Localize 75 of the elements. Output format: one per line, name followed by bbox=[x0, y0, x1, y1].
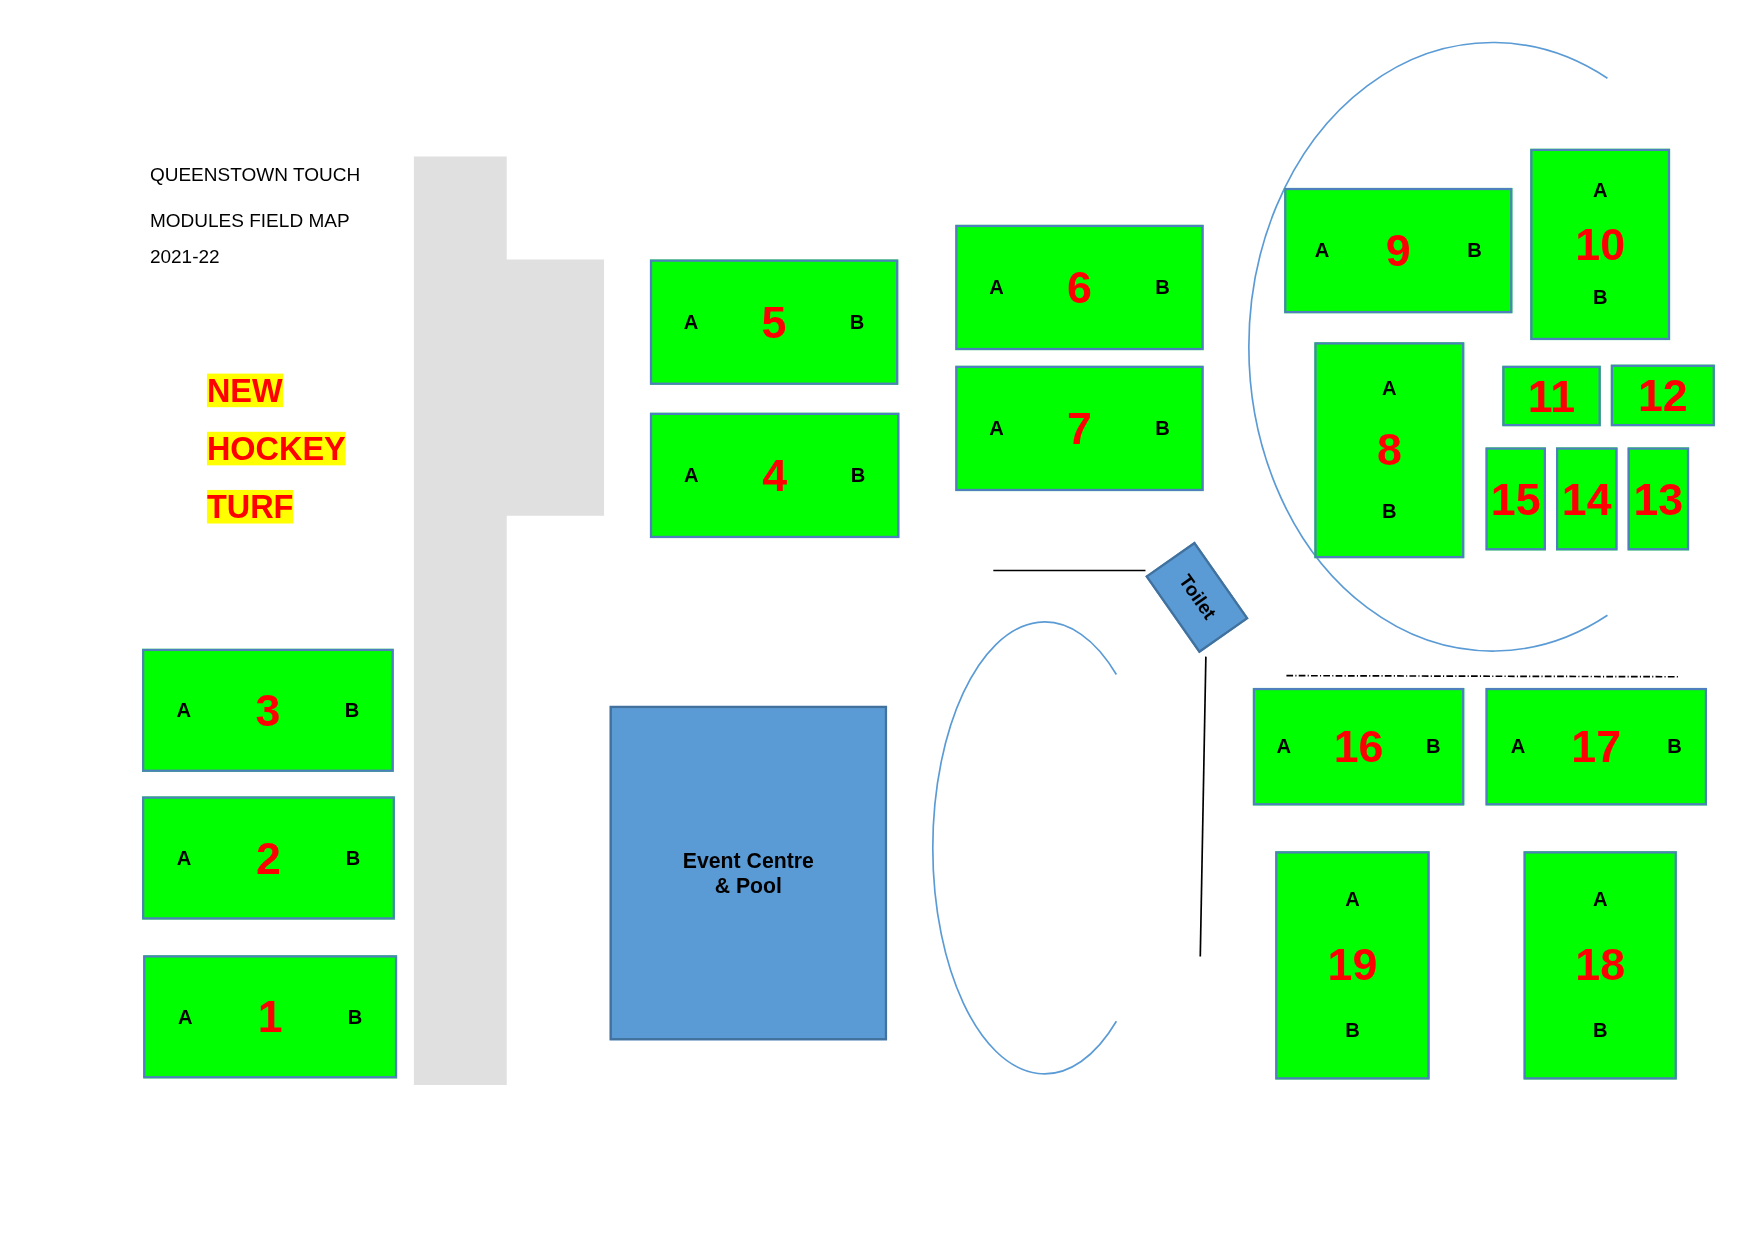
playing-field bbox=[1485, 687, 1707, 806]
field-end-label: A bbox=[989, 275, 1004, 300]
playing-field bbox=[1275, 851, 1430, 1080]
highlighted-label: NEW bbox=[206, 373, 283, 408]
field-end-label: B bbox=[1592, 1019, 1608, 1043]
field-number: 7 bbox=[1067, 403, 1092, 454]
playing-field bbox=[142, 648, 394, 772]
playing-field bbox=[142, 796, 395, 920]
highlighted-label: HOCKEY bbox=[206, 431, 346, 466]
field-end-label: A bbox=[989, 416, 1004, 441]
field-number: 13 bbox=[1633, 473, 1684, 525]
map-title: QUEENSTOWN TOUCH MODULES FIELD MAP bbox=[149, 163, 362, 234]
field-end-label: A bbox=[683, 310, 699, 334]
field-end-label: B bbox=[1426, 734, 1441, 759]
field-number: 10 bbox=[1575, 219, 1626, 270]
playing-field bbox=[1284, 187, 1513, 314]
field-number: 16 bbox=[1333, 721, 1384, 772]
playing-field bbox=[143, 955, 398, 1079]
playing-field bbox=[1556, 447, 1618, 551]
field-number: 6 bbox=[1067, 262, 1092, 313]
field-end-label: A bbox=[1510, 734, 1526, 759]
hockey-turf-area bbox=[413, 156, 605, 1086]
field-end-label: B bbox=[1155, 416, 1170, 441]
playing-field bbox=[1530, 148, 1671, 341]
playing-field bbox=[955, 224, 1204, 351]
field-end-label: B bbox=[1382, 500, 1397, 524]
field-number: 4 bbox=[762, 450, 788, 501]
field-number: 5 bbox=[761, 297, 787, 348]
playing-field bbox=[1610, 364, 1715, 427]
field-end-label: B bbox=[344, 698, 360, 723]
fence-line bbox=[1199, 655, 1207, 958]
field-end-label: A bbox=[176, 846, 192, 870]
field-number: 3 bbox=[255, 685, 281, 736]
playing-field bbox=[1252, 687, 1465, 806]
field-number: 11 bbox=[1527, 370, 1576, 422]
field-number: 1 bbox=[257, 991, 283, 1042]
playing-field bbox=[649, 412, 900, 539]
field-number: 9 bbox=[1385, 225, 1411, 276]
field-end-label: A bbox=[684, 463, 699, 488]
field-end-label: B bbox=[345, 846, 361, 870]
field-number: 12 bbox=[1637, 370, 1688, 421]
field-end-label: B bbox=[1667, 734, 1682, 759]
field-end-label: B bbox=[1467, 238, 1482, 263]
playing-field bbox=[1627, 447, 1690, 551]
playing-field bbox=[1314, 342, 1465, 559]
field-end-label: A bbox=[1276, 734, 1291, 759]
playing-field bbox=[649, 259, 899, 385]
highlighted-label: TURF bbox=[206, 489, 294, 524]
building bbox=[609, 705, 888, 1041]
field-number: 19 bbox=[1327, 940, 1378, 991]
field-end-label: B bbox=[1592, 285, 1608, 310]
field-number: 8 bbox=[1376, 425, 1402, 476]
playing-field bbox=[1485, 447, 1546, 551]
field-number: 18 bbox=[1575, 940, 1626, 991]
building-label: Event Centre & Pool bbox=[681, 848, 815, 898]
field-end-label: B bbox=[1155, 275, 1170, 300]
field-end-label: B bbox=[849, 310, 865, 334]
field-end-label: A bbox=[1382, 376, 1397, 401]
field-end-label: A bbox=[1592, 888, 1608, 912]
field-number: 17 bbox=[1571, 721, 1622, 772]
field-number: 14 bbox=[1561, 473, 1612, 525]
playing-field bbox=[1523, 851, 1677, 1080]
field-end-label: A bbox=[176, 698, 192, 723]
year-label: 2021-22 bbox=[149, 246, 220, 269]
playing-field bbox=[1502, 365, 1601, 427]
field-end-label: B bbox=[1345, 1019, 1360, 1043]
field-end-label: A bbox=[1592, 179, 1608, 203]
field-number: 2 bbox=[256, 832, 281, 884]
field-number: 15 bbox=[1490, 473, 1541, 525]
field-end-label: B bbox=[347, 1005, 363, 1029]
playing-field bbox=[955, 365, 1204, 492]
field-end-label: A bbox=[1345, 888, 1360, 912]
field-end-label: A bbox=[178, 1005, 193, 1029]
field-end-label: A bbox=[1314, 238, 1330, 263]
field-end-label: B bbox=[850, 463, 866, 488]
